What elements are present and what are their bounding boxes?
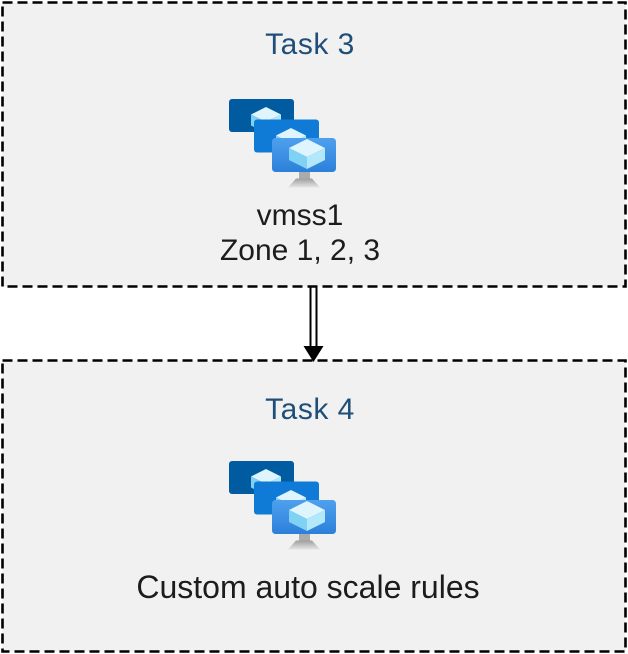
connector-arrow [303,287,324,362]
task3-box [1,1,627,288]
arrow-head-icon [303,346,324,362]
task4-box [1,359,627,653]
